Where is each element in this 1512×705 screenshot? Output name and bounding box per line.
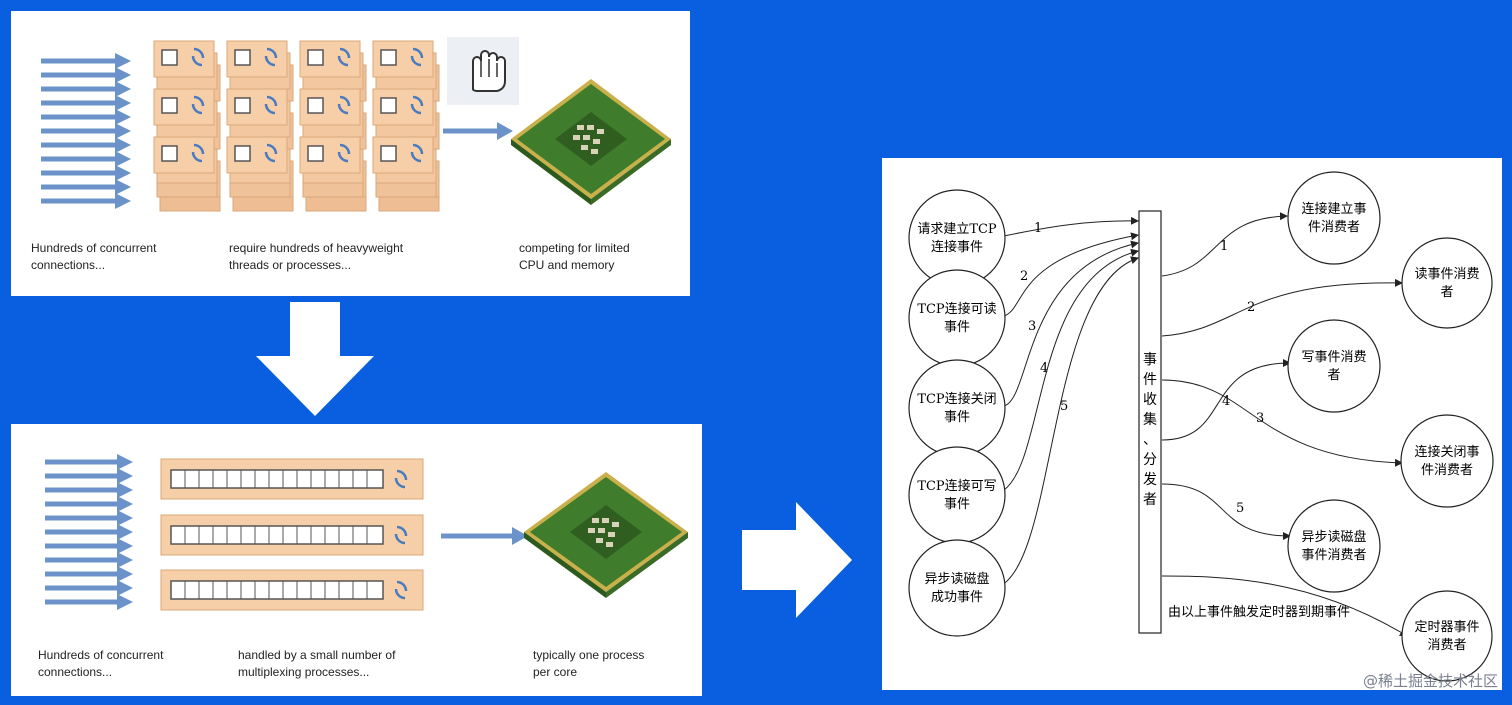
svg-text:发: 发 xyxy=(1143,472,1157,488)
caption-multiplexing: handled by a small number of multiplexin… xyxy=(238,648,396,679)
svg-text:事件: 事件 xyxy=(944,497,970,512)
source-node: TCP连接关闭 事件 xyxy=(908,359,1006,457)
multiplexing-panel: Hundreds of concurrent connections... ha… xyxy=(11,424,702,696)
svg-text:3: 3 xyxy=(1028,319,1036,334)
to-cpu-arrow-icon xyxy=(443,122,513,140)
outgoing-edge-labels: 1 2 4 3 5 xyxy=(1220,239,1264,516)
svg-text:收: 收 xyxy=(1143,392,1157,408)
source-node: TCP连接可写 事件 xyxy=(908,446,1006,544)
incoming-edges xyxy=(999,216,1139,587)
svg-text:成功事件: 成功事件 xyxy=(931,590,983,605)
source-node: TCP连接可读 事件 xyxy=(908,269,1006,367)
threads-illustration xyxy=(41,37,671,212)
svg-text:2: 2 xyxy=(1247,300,1255,315)
svg-text:集: 集 xyxy=(1143,411,1157,428)
source-node: 请求建立TCP 连接事件 xyxy=(908,189,1006,287)
svg-text:5: 5 xyxy=(1236,501,1244,516)
svg-text:1: 1 xyxy=(1220,239,1228,254)
hand-cursor-icon xyxy=(447,37,519,105)
svg-text:件: 件 xyxy=(1143,372,1157,388)
timer-note: 由以上事件触发定时器到期事件 xyxy=(1168,604,1350,620)
outgoing-edges xyxy=(1161,212,1408,637)
event-dispatch-panel: 请求建立TCP 连接事件 TCP连接可读 事件 TCP连接关闭 事件 TCP连接… xyxy=(882,158,1502,690)
caption-one-process: typically one process per core xyxy=(533,648,645,679)
consumer-node: 连接关闭事 件消费者 xyxy=(1400,414,1494,508)
svg-text:请求建立TCP: 请求建立TCP xyxy=(917,222,997,237)
svg-text:者: 者 xyxy=(1440,285,1453,300)
connection-arrow-icon xyxy=(41,53,131,209)
svg-text:2: 2 xyxy=(1020,269,1028,284)
svg-text:TCP连接可写: TCP连接可写 xyxy=(917,478,996,494)
thread-grid xyxy=(152,39,441,212)
svg-text:事: 事 xyxy=(1143,352,1157,368)
svg-text:者: 者 xyxy=(1143,492,1157,508)
consumer-node: 读事件消费 者 xyxy=(1401,237,1493,329)
multiplexing-illustration xyxy=(45,454,688,612)
incoming-edge-labels: 1 2 3 4 5 xyxy=(1020,221,1068,414)
svg-text:5: 5 xyxy=(1060,399,1068,414)
svg-text:写事件消费: 写事件消费 xyxy=(1301,350,1366,365)
svg-text:消费者: 消费者 xyxy=(1427,638,1466,653)
caption-connections: Hundreds of concurrent connections... xyxy=(31,241,157,272)
svg-text:读事件消费: 读事件消费 xyxy=(1414,267,1479,282)
watermark: @稀土掘金技术社区 xyxy=(1362,672,1498,690)
svg-text:3: 3 xyxy=(1256,411,1264,426)
svg-text:TCP连接可读: TCP连接可读 xyxy=(917,301,996,317)
source-node: 异步读磁盘 成功事件 xyxy=(908,539,1006,637)
svg-text:事件: 事件 xyxy=(944,320,970,335)
svg-text:1: 1 xyxy=(1034,221,1042,236)
cpu-chip-icon xyxy=(524,472,688,598)
svg-text:连接事件: 连接事件 xyxy=(931,239,983,255)
svg-text:事件: 事件 xyxy=(944,410,970,425)
dispatcher-label: 事 件 收 集 、 分 发 者 xyxy=(1143,352,1157,508)
svg-text:连接关闭事: 连接关闭事 xyxy=(1414,444,1479,460)
consumer-node: 连接建立事 件消费者 xyxy=(1287,171,1381,265)
svg-text:定时器事件: 定时器事件 xyxy=(1414,620,1479,635)
connection-arrows xyxy=(45,454,133,610)
connection-arrows xyxy=(41,53,131,209)
svg-text:件消费者: 件消费者 xyxy=(1308,220,1360,235)
svg-text:异步读磁盘: 异步读磁盘 xyxy=(1301,529,1366,545)
svg-text:事件消费者: 事件消费者 xyxy=(1301,548,1366,563)
svg-text:TCP连接关闭: TCP连接关闭 xyxy=(917,391,996,407)
consumer-node: 定时器事件 消费者 xyxy=(1401,590,1493,682)
svg-text:4: 4 xyxy=(1040,361,1048,376)
caption-threads: require hundreds of heavyweight threads … xyxy=(229,241,404,272)
event-dispatch-diagram: 请求建立TCP 连接事件 TCP连接可读 事件 TCP连接关闭 事件 TCP连接… xyxy=(908,171,1494,682)
svg-text:异步读磁盘: 异步读磁盘 xyxy=(924,571,989,587)
svg-text:4: 4 xyxy=(1222,394,1230,409)
svg-text:分: 分 xyxy=(1143,452,1157,468)
threads-panel: Hundreds of concurrent connections... re… xyxy=(11,11,690,296)
consumer-node: 写事件消费 者 xyxy=(1287,319,1381,413)
dispatcher-box xyxy=(1138,210,1162,634)
svg-text:、: 、 xyxy=(1143,432,1157,448)
svg-text:件消费者: 件消费者 xyxy=(1421,463,1473,478)
svg-text:者: 者 xyxy=(1327,368,1340,383)
svg-text:连接建立事: 连接建立事 xyxy=(1301,201,1366,217)
to-cpu-arrow-icon xyxy=(441,527,528,545)
process-bars xyxy=(159,457,425,612)
cpu-chip-icon xyxy=(511,79,671,205)
consumer-node: 异步读磁盘 事件消费者 xyxy=(1287,499,1381,593)
caption-competing: competing for limited CPU and memory xyxy=(519,241,630,272)
caption-connections: Hundreds of concurrent connections... xyxy=(38,648,164,679)
